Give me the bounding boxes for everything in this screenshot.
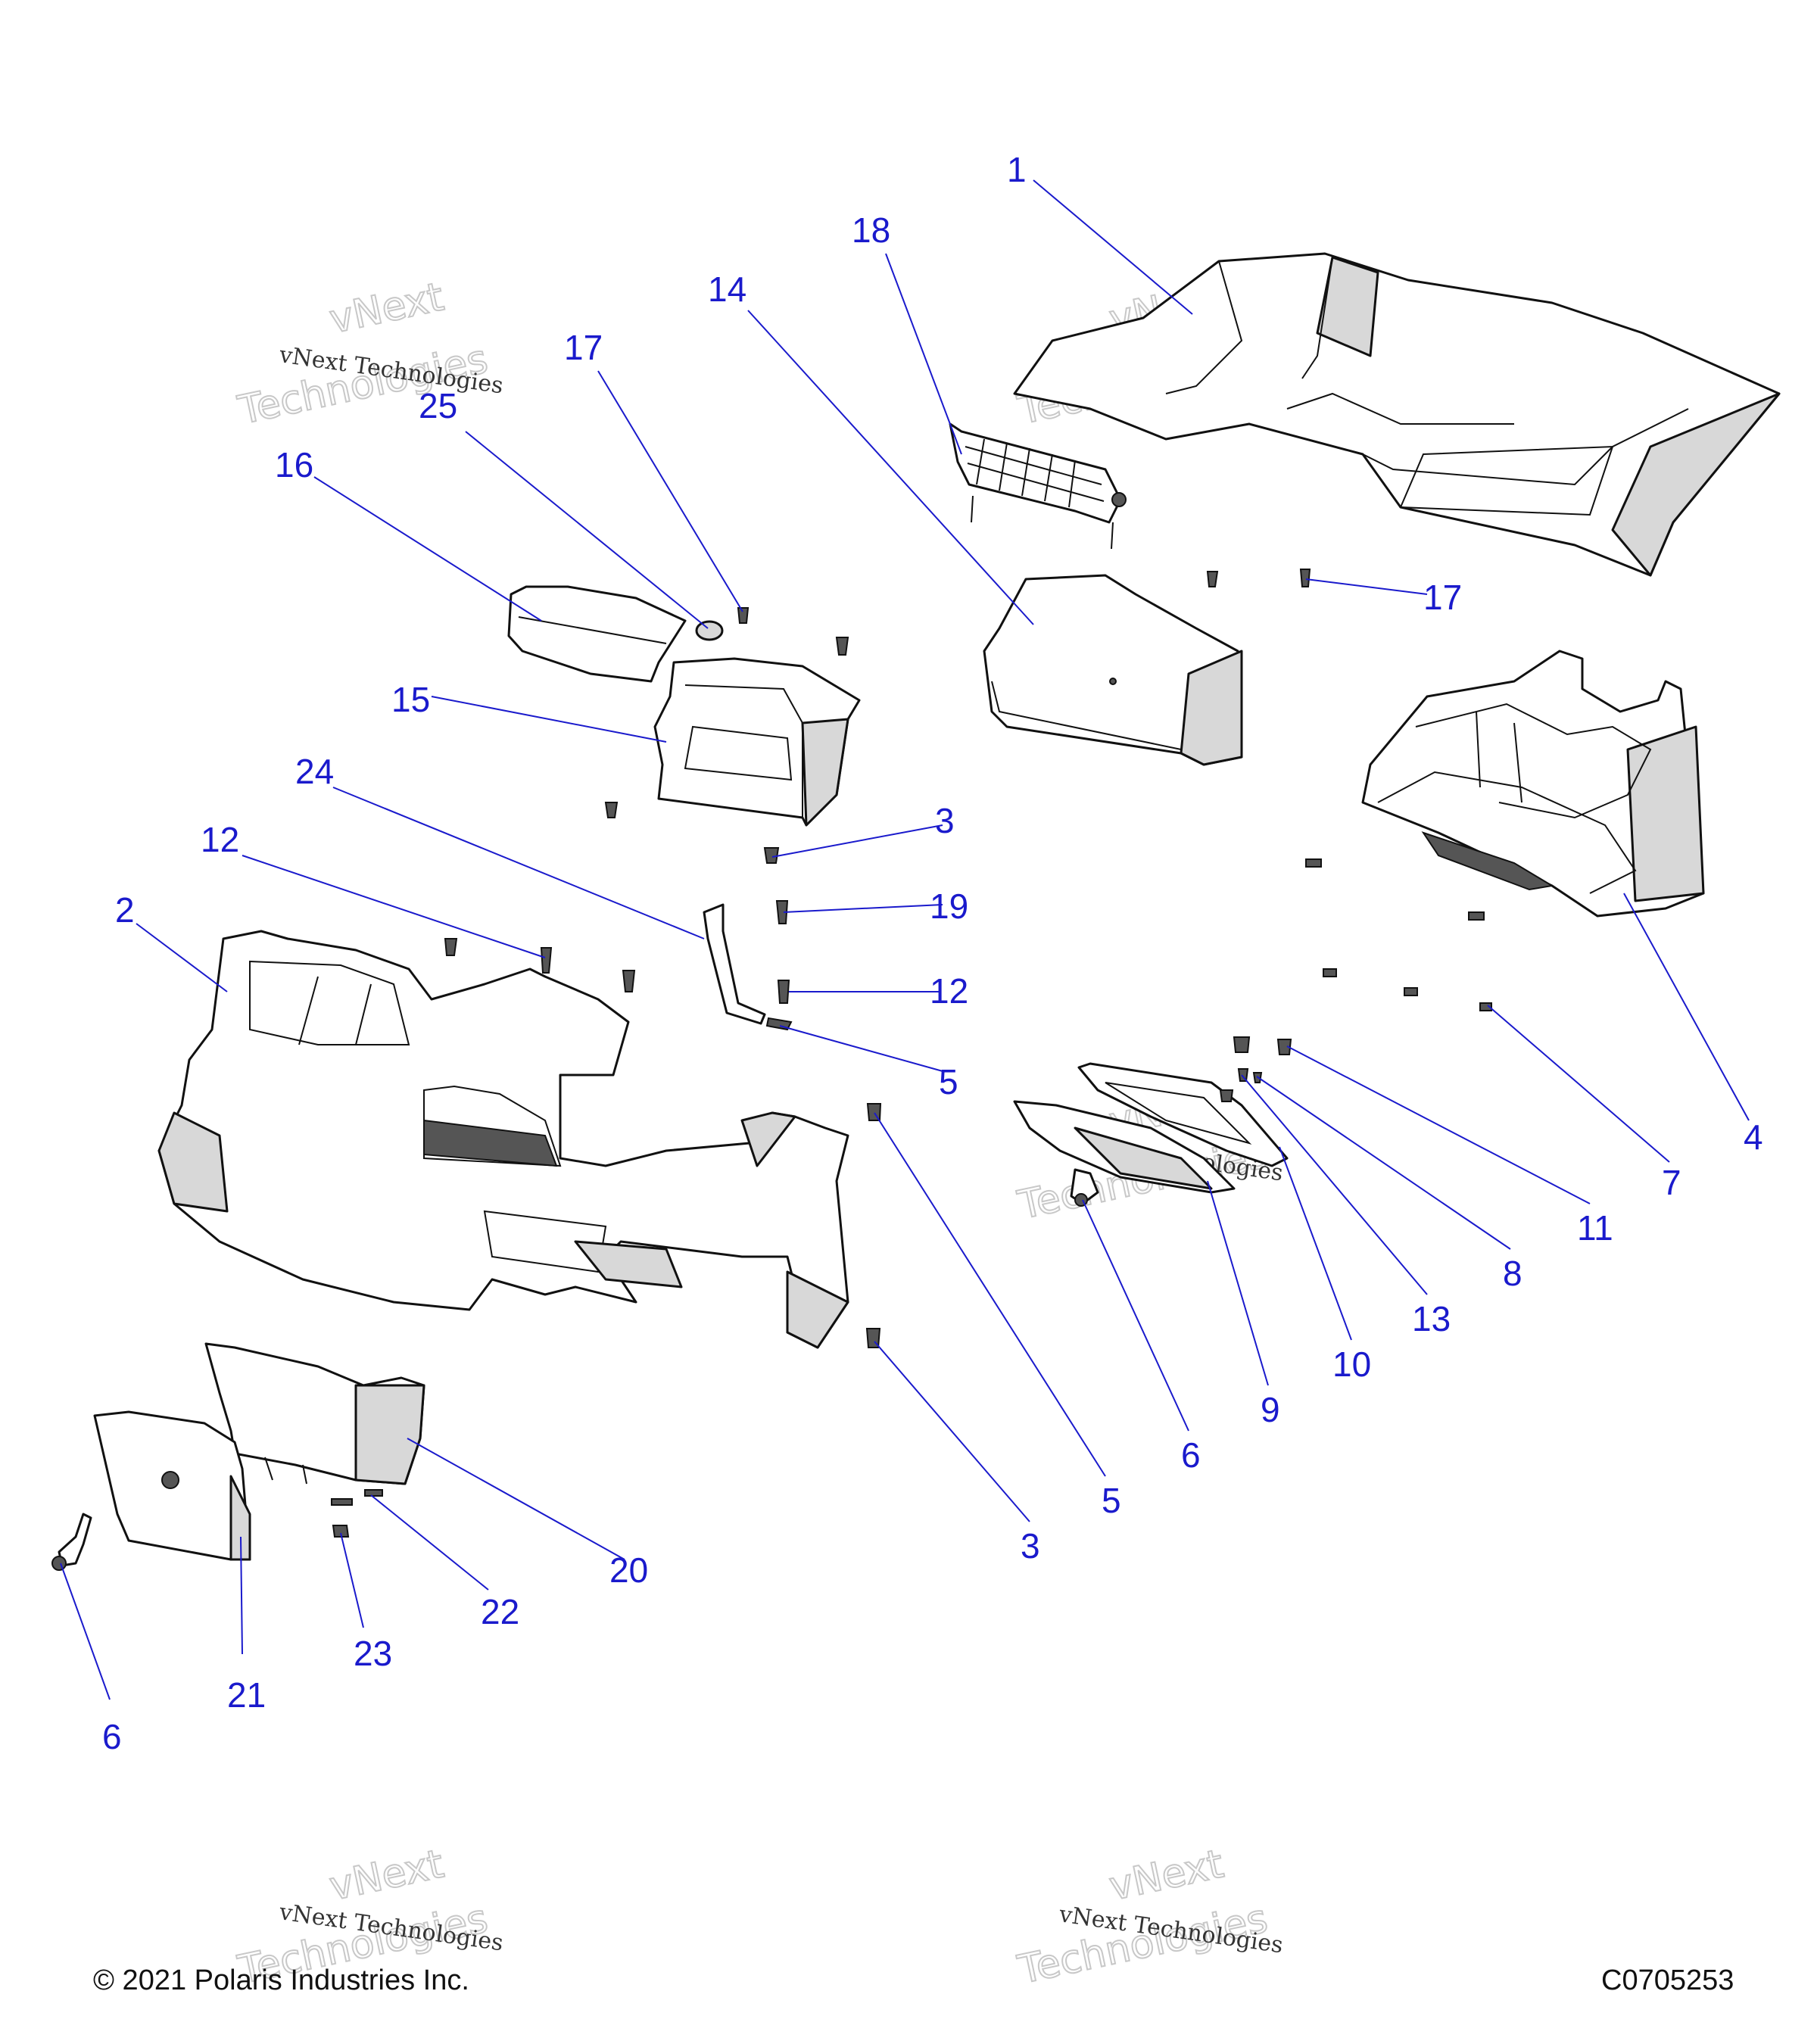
callout-11: 11 — [1577, 1208, 1613, 1248]
callout-21: 21 — [227, 1675, 266, 1715]
callout-19: 19 — [930, 886, 968, 926]
diagram-id: C0705253 — [1601, 1965, 1734, 1996]
callout-25: 25 — [419, 386, 457, 425]
callout-8: 8 — [1503, 1254, 1522, 1293]
callout-18: 18 — [852, 210, 890, 250]
part-storage-compartment — [653, 657, 861, 827]
part-upper-dash-cover — [1013, 252, 1781, 577]
callout-labels: 1 18 14 17 25 16 15 24 17 3 12 19 2 12 5… — [102, 150, 1763, 1756]
part-main-dashboard — [157, 930, 849, 1349]
fastener-group — [331, 569, 1492, 1538]
leader-lines — [60, 179, 1750, 1700]
callout-7: 7 — [1662, 1163, 1681, 1202]
callout-5b: 5 — [1102, 1481, 1121, 1520]
callout-3: 3 — [935, 801, 955, 840]
callout-6: 6 — [1181, 1435, 1201, 1475]
callout-1: 1 — [1007, 150, 1027, 189]
part-glove-box-bin — [204, 1342, 425, 1485]
callout-5: 5 — [939, 1062, 958, 1101]
part-storage-bin — [983, 574, 1243, 766]
part-glove-box-door — [93, 1410, 251, 1561]
part-grommet — [695, 620, 724, 641]
watermark-bottom-right: vNext Technologies vNext Technologies — [1013, 1840, 1285, 1993]
part-grille-vent — [949, 422, 1127, 550]
callout-12: 12 — [201, 820, 239, 859]
callout-10: 10 — [1332, 1344, 1371, 1384]
svg-text:vNext: vNext — [326, 1841, 447, 1909]
callout-2: 2 — [115, 890, 135, 930]
callout-12b: 12 — [930, 971, 968, 1011]
callout-17: 17 — [564, 328, 603, 367]
callout-16: 16 — [275, 445, 313, 485]
callout-17b: 17 — [1423, 578, 1462, 617]
svg-text:vNext: vNext — [1105, 1841, 1227, 1909]
callout-24: 24 — [295, 752, 334, 791]
copyright-notice: © 2021 Polaris Industries Inc. — [93, 1965, 469, 1996]
callout-6b: 6 — [102, 1717, 122, 1756]
callout-15: 15 — [391, 680, 430, 719]
callout-20: 20 — [609, 1550, 648, 1590]
part-air-box-housing — [1361, 650, 1705, 918]
part-trim-bezel — [1013, 1100, 1236, 1194]
part-cover-panel — [507, 585, 687, 683]
svg-text:vNext: vNext — [326, 274, 447, 342]
callout-13: 13 — [1412, 1299, 1451, 1338]
callout-3b: 3 — [1021, 1526, 1040, 1566]
callout-4: 4 — [1744, 1117, 1763, 1157]
part-trim-frame — [1077, 1062, 1289, 1167]
callout-22: 22 — [481, 1592, 519, 1631]
part-bracket — [703, 903, 766, 1025]
part-latch-left — [51, 1513, 92, 1571]
callout-9: 9 — [1261, 1390, 1280, 1429]
callout-14: 14 — [708, 270, 746, 309]
watermark-top-left: vNext Technologies vNext Technologies — [233, 273, 505, 434]
callout-23: 23 — [354, 1634, 392, 1673]
